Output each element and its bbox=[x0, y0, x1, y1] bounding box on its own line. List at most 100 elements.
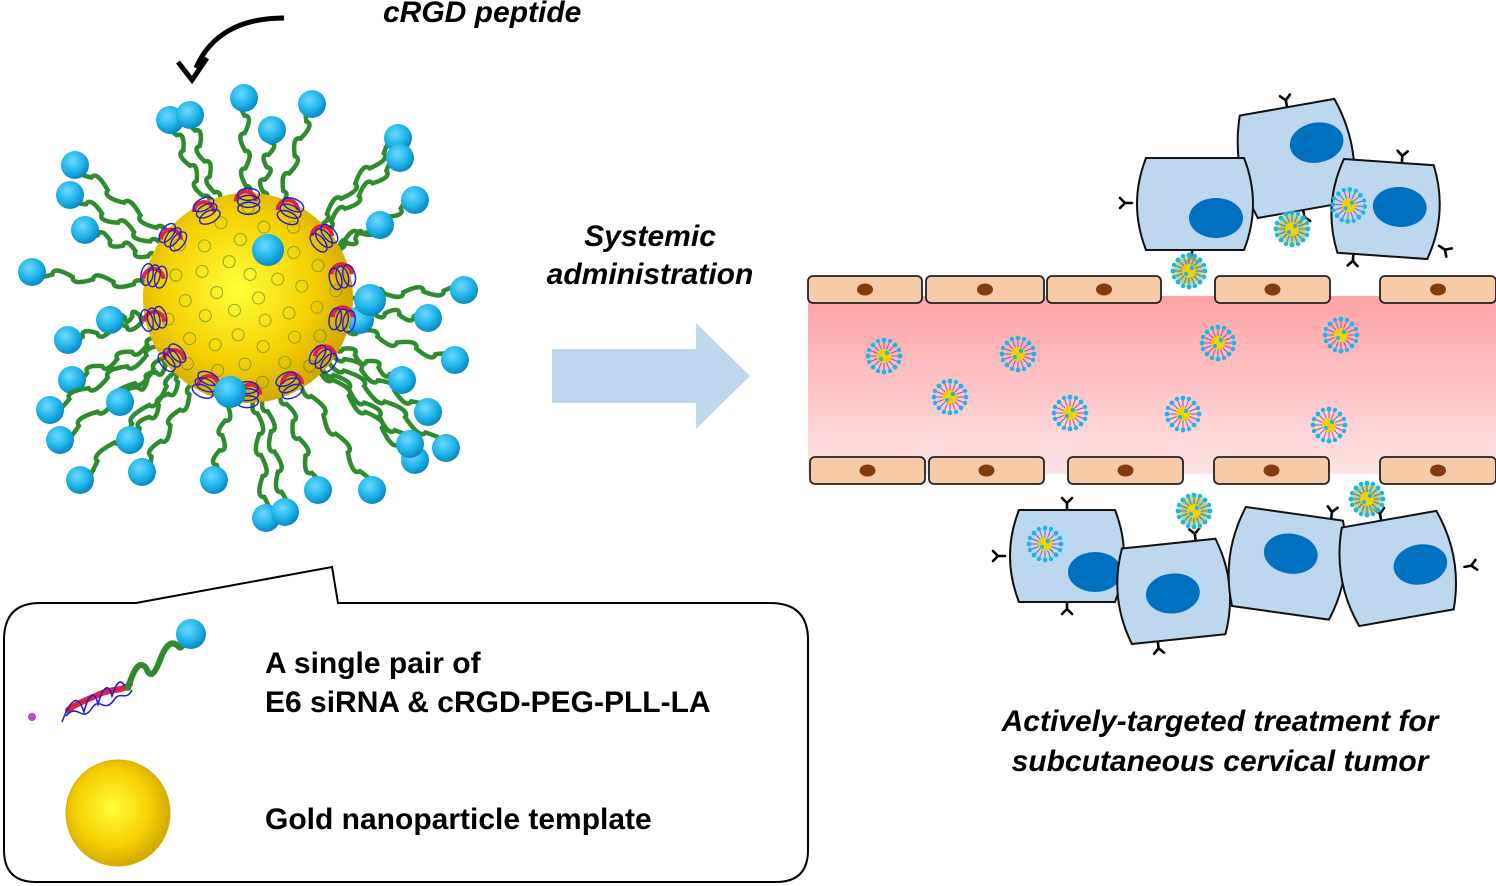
tumor-cells-top bbox=[1118, 93, 1454, 291]
nucleus bbox=[857, 283, 873, 296]
crgd-peptide-ball bbox=[58, 366, 86, 394]
tumor-nucleus bbox=[1189, 198, 1243, 238]
endothelial-cell bbox=[807, 275, 923, 304]
nucleus bbox=[1117, 464, 1134, 477]
outcome-label: Actively-targeted treatment for subcutan… bbox=[960, 702, 1480, 782]
crgd-peptide-ball bbox=[271, 498, 299, 526]
sirna-gold-nanoparticle-illustration bbox=[18, 84, 478, 532]
integrin-receptor-icon bbox=[1462, 558, 1479, 574]
integrin-receptor-icon bbox=[1346, 252, 1360, 268]
tumor-cell bbox=[1328, 149, 1454, 268]
curved-arrow-icon bbox=[193, 15, 285, 70]
crgd-peptide-ball bbox=[354, 284, 386, 316]
crgd-peptide-ball bbox=[414, 304, 442, 332]
crgd-peptide-ball bbox=[304, 476, 332, 504]
crgd-peptide-ball bbox=[106, 388, 134, 416]
nucleus bbox=[977, 283, 993, 296]
nucleus bbox=[1096, 283, 1112, 296]
outcome-label-line2: subcutaneous cervical tumor bbox=[1011, 745, 1429, 778]
legend-item-conjugate-line1: A single pair of bbox=[265, 647, 481, 680]
blood-vessel-lumen bbox=[808, 296, 1496, 474]
gold-sphere-icon bbox=[65, 759, 171, 867]
crgd-peptide-ball bbox=[56, 181, 84, 209]
endothelial-cell bbox=[1214, 275, 1331, 304]
legend-item-gold-label: Gold nanoparticle template bbox=[265, 803, 652, 836]
endothelial-cell bbox=[1213, 456, 1330, 485]
crgd-peptide-ball bbox=[414, 398, 442, 426]
curved-arrow-head bbox=[176, 56, 210, 85]
bound-nanoparticle bbox=[1272, 209, 1312, 249]
crgd-peptide-ball bbox=[366, 211, 394, 239]
bound-nanoparticle bbox=[1347, 479, 1387, 519]
crgd-peptide-ball bbox=[96, 306, 124, 334]
crgd-peptide-ball bbox=[258, 116, 286, 144]
tumor-cell bbox=[1118, 157, 1254, 264]
crgd-peptide-ball bbox=[386, 144, 414, 172]
crgd-peptide-ball bbox=[252, 234, 284, 266]
block-arrow-right-icon bbox=[552, 323, 750, 429]
tumor-nucleus bbox=[1289, 122, 1344, 163]
integrin-receptor-icon bbox=[1395, 149, 1409, 165]
tumor-nucleus bbox=[1393, 544, 1448, 585]
bound-nanoparticle bbox=[1174, 491, 1214, 531]
crgd-peptide-ball bbox=[66, 466, 94, 494]
tumor-cell bbox=[991, 496, 1125, 616]
tumor-cell bbox=[1236, 93, 1356, 224]
crgd-peptide-ball bbox=[36, 396, 64, 424]
nucleus bbox=[978, 464, 995, 477]
nucleus bbox=[1263, 464, 1280, 477]
nucleus bbox=[859, 464, 876, 477]
tumor-cell bbox=[1116, 527, 1232, 656]
integrin-receptor-icon bbox=[991, 549, 1007, 563]
tumor-nucleus bbox=[1372, 186, 1427, 228]
outcome-label-line1: Actively-targeted treatment for bbox=[1001, 705, 1439, 738]
crgd-peptide-ball bbox=[401, 186, 429, 214]
crgd-peptide-ball bbox=[71, 216, 99, 244]
crgd-peptide-ball bbox=[441, 346, 469, 374]
integrin-receptor-icon bbox=[1060, 496, 1074, 512]
endothelial-cell bbox=[1379, 275, 1496, 304]
crgd-peptide-ball bbox=[450, 276, 478, 304]
gold-core bbox=[143, 193, 353, 403]
systemic-administration-label: Systemic administration bbox=[520, 218, 780, 294]
endothelial-cell bbox=[925, 275, 1045, 304]
nucleus bbox=[1430, 283, 1446, 296]
crgd-peptide-ball bbox=[214, 376, 246, 408]
integrin-receptor-icon bbox=[1151, 639, 1166, 656]
systemic-label-line2: administration bbox=[546, 258, 754, 291]
crgd-peptide-ball bbox=[61, 151, 89, 179]
crgd-peptide-ball bbox=[388, 366, 416, 394]
crgd-peptide-ball bbox=[200, 466, 228, 494]
crgd-peptide-ball bbox=[18, 258, 46, 286]
crgd-peptide-ball bbox=[46, 426, 74, 454]
nucleus bbox=[1430, 464, 1446, 477]
integrin-receptor-icon bbox=[1060, 600, 1074, 616]
endothelial-cell bbox=[1067, 456, 1184, 485]
crgd-peptide-ball bbox=[128, 458, 156, 486]
crgd-peptide-ball bbox=[298, 90, 326, 118]
sirna-peptide-conjugate-icon bbox=[28, 619, 206, 723]
bound-nanoparticle bbox=[1169, 251, 1209, 291]
integrin-receptor-icon bbox=[1435, 240, 1454, 258]
crgd-peptide-ball bbox=[116, 426, 144, 454]
legend-item-conjugate-line2: E6 siRNA & cRGD-PEG-PLL-LA bbox=[265, 686, 711, 719]
nucleus bbox=[1264, 283, 1281, 296]
crgd-peptide-label: cRGD peptide bbox=[383, 0, 582, 29]
endothelial-cell bbox=[1046, 275, 1162, 304]
crgd-peptide-ball bbox=[54, 326, 82, 354]
crgd-peptide-ball bbox=[432, 434, 460, 462]
tumor-cell bbox=[1338, 506, 1479, 628]
endothelial-cell bbox=[1379, 456, 1496, 485]
endothelial-cell bbox=[809, 456, 926, 485]
crgd-peptide-ball bbox=[230, 84, 258, 112]
tumor-nucleus bbox=[1068, 552, 1122, 592]
tumor-cell bbox=[1227, 505, 1348, 621]
crgd-peptide-ball bbox=[358, 476, 386, 504]
tumor-nucleus bbox=[1145, 573, 1200, 614]
endothelial-cell bbox=[928, 456, 1045, 485]
systemic-label-line1: Systemic bbox=[584, 220, 716, 253]
legend-callout-box bbox=[3, 565, 809, 883]
endothelial-layer-bottom bbox=[809, 456, 1496, 485]
integrin-receptor-icon bbox=[1118, 196, 1134, 210]
